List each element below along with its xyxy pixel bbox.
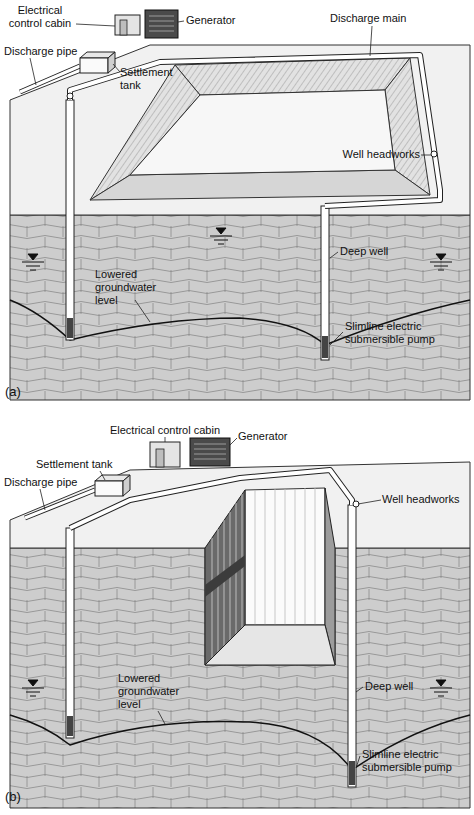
part-label: Lowered groundwater level [118,672,193,711]
part-label: Well headworks [382,493,459,506]
panel-label: (a) [5,385,21,398]
panel-b [10,437,470,808]
earth-section [10,215,470,400]
cabin-door [120,20,127,35]
deep-well [66,528,74,738]
water-table-symbol [22,254,44,270]
sheet-pile-joints [255,488,315,625]
part-label: Settlement tank [36,458,112,471]
part-label: Deep well [340,245,388,258]
discharge-main [70,470,352,528]
part-label: Deep well [365,680,413,693]
submersible-pump [349,761,355,785]
pit-floor [130,90,395,175]
discharge-pipe [20,66,80,92]
settlement-tank [80,58,108,73]
submersible-pump [67,716,73,736]
part-label: Well headworks [330,148,420,161]
leader-line [40,437,381,768]
panel-a [10,10,470,400]
discharge-pipe [20,66,80,92]
submersible-pump [322,336,328,358]
part-label: Generator [186,14,236,27]
part-label: Slimline electric submersible pump [345,320,460,346]
generator-louvres [194,444,226,459]
settlement-tank [123,475,130,496]
submersible-pump [67,318,73,338]
deep-well [66,100,74,340]
discharge-pipe [25,490,95,518]
shaft-floor [205,625,335,665]
settlement-tank [95,481,123,496]
control-cabin [150,442,180,467]
discharge-main [70,55,440,206]
water-table-symbol [22,680,44,696]
discharge-pipe [25,490,95,518]
well-headworks [67,93,73,99]
groundwater-curve [10,300,470,345]
well-headworks [431,151,437,157]
shaft-back-wall [245,488,325,625]
generator [145,10,178,38]
waling [205,555,245,597]
part-label: Lowered groundwater level [95,268,170,307]
part-label: Electrical control cabin [4,4,76,30]
control-cabin [115,15,140,35]
part-label: Discharge pipe [4,45,77,58]
discharge-main [70,55,440,206]
cabin-door [156,449,164,467]
ground-surface [10,45,470,215]
part-label: Electrical control cabin [100,424,230,437]
deep-well [348,505,356,787]
water-table-symbol [430,680,452,696]
leader-line [30,21,431,345]
discharge-main [70,470,352,528]
settlement-tank [108,52,115,73]
water-table-symbol [210,228,232,244]
water-table-symbol [430,254,452,270]
deep-well [321,206,329,360]
generator-louvres [149,16,174,31]
panel-label: (b) [5,790,21,803]
part-label: Discharge main [330,12,406,25]
part-label: Generator [238,430,288,443]
part-label: Discharge pipe [4,476,77,489]
generator [190,438,230,466]
part-label: Settlement tank [120,66,184,92]
part-label: Slimline electric submersible pump [362,748,470,774]
